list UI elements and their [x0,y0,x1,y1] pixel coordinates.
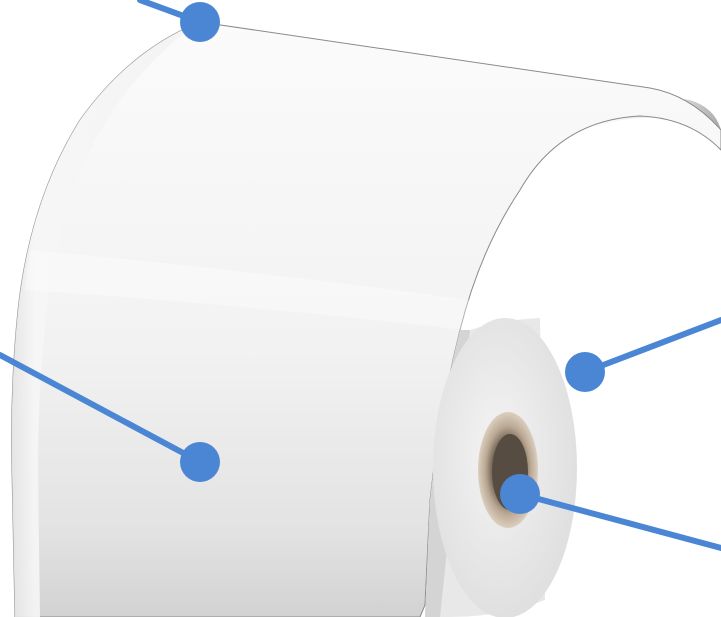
callout-roll-outer-surface[interactable] [565,320,721,392]
paper-sheet [12,22,721,617]
